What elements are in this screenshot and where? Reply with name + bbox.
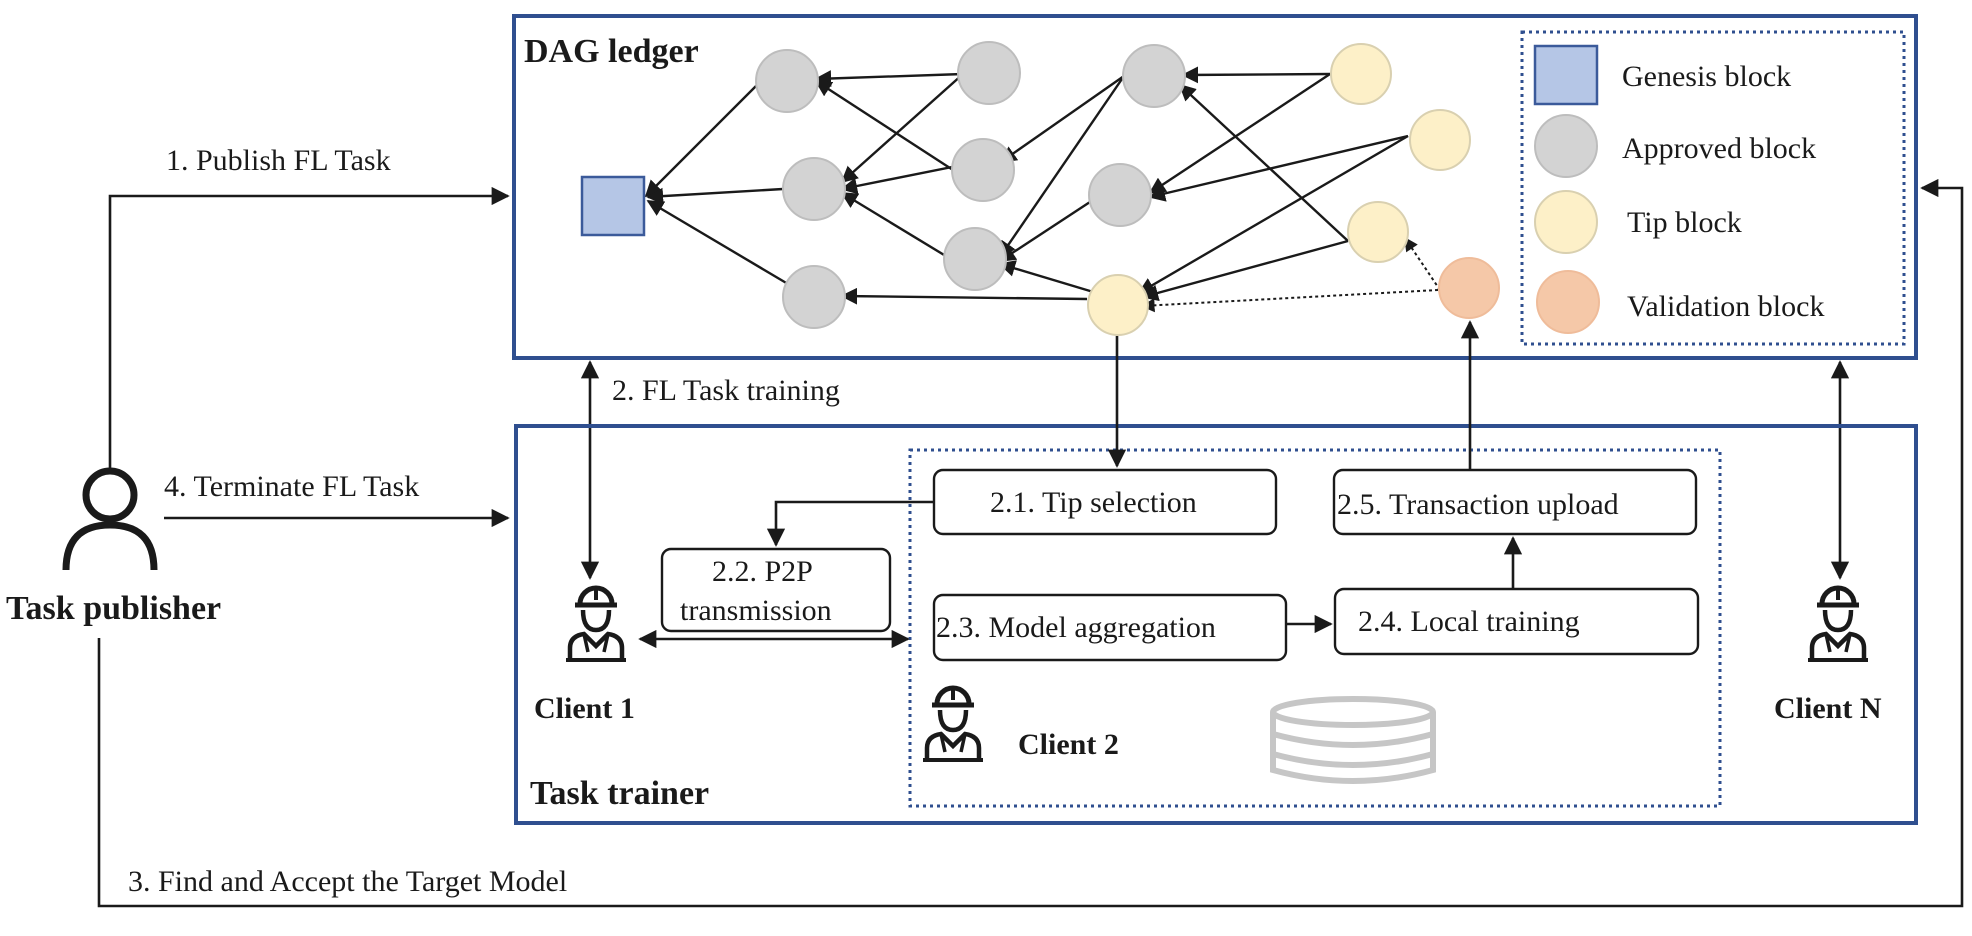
publish-arrow (108, 186, 510, 468)
task-trainer-frame (514, 424, 1918, 825)
approved-block (957, 41, 1021, 105)
step-p2p-transmission: 2.2. P2P transmission (660, 547, 892, 633)
terminate-label: 4. Terminate FL Task (164, 470, 419, 503)
legend-approved-label: Approved block (1622, 132, 1816, 165)
tip-block (1087, 274, 1149, 336)
legend-validation-swatch (1536, 270, 1600, 334)
legend: Genesis block Approved block Tip block V… (1520, 30, 1906, 346)
p2p-label-line1: 2.2. P2P (712, 555, 813, 588)
approved-block (951, 138, 1015, 202)
dag-ledger-title: DAG ledger (524, 33, 699, 70)
client1-icon (566, 588, 626, 660)
local-training-label: 2.4. Local training (1358, 605, 1580, 638)
approved-block (1122, 44, 1186, 108)
legend-genesis-swatch (1533, 44, 1599, 106)
legend-frame (1520, 30, 1906, 346)
task-publisher-label: Task publisher (6, 590, 221, 627)
approved-block (782, 265, 846, 329)
approved-block (755, 49, 819, 113)
step-tip-selection: 2.1. Tip selection (932, 468, 1278, 536)
publisher-icon (62, 467, 158, 571)
legend-validation-label: Validation block (1627, 290, 1824, 323)
step-model-aggregation: 2.3. Model aggregation (932, 593, 1288, 662)
validation-block (1438, 257, 1500, 319)
dag-edges (644, 66, 1441, 313)
approved-block (943, 227, 1007, 291)
legend-tip-swatch (1534, 190, 1598, 254)
find-accept-label: 3. Find and Accept the Target Model (128, 865, 567, 898)
approved-block (782, 157, 846, 221)
tip-selection-label: 2.1. Tip selection (990, 486, 1197, 519)
p2p-label-line2: transmission (680, 594, 832, 627)
dag-ledger-frame (512, 14, 1918, 360)
client2-label: Client 2 (1018, 728, 1119, 761)
legend-tip-label: Tip block (1627, 206, 1742, 239)
tip-block (1347, 201, 1409, 263)
approved-block (1088, 163, 1152, 227)
inner-flow-arrows (638, 320, 1523, 649)
step-transaction-upload: 2.5. Transaction upload (1332, 468, 1698, 536)
dag-blocks (580, 41, 1500, 336)
tip-block (1409, 109, 1471, 171)
training-label: 2. FL Task training (612, 374, 840, 407)
step-local-training: 2.4. Local training (1333, 587, 1700, 656)
client1-label: Client 1 (534, 692, 635, 725)
tip-block (1330, 43, 1392, 105)
legend-approved-swatch (1534, 114, 1598, 178)
client-n-label: Client N (1774, 692, 1882, 725)
client2-icon (923, 688, 983, 760)
client2-area (908, 448, 1722, 808)
database-icon (1270, 696, 1436, 784)
model-aggregation-label: 2.3. Model aggregation (936, 611, 1216, 644)
find-accept-arrow (97, 178, 1964, 908)
task-trainer-title: Task trainer (530, 775, 709, 812)
publish-label: 1. Publish FL Task (166, 144, 391, 177)
transaction-upload-label: 2.5. Transaction upload (1337, 488, 1619, 521)
genesis-block (580, 175, 646, 237)
client-n-icon (1808, 588, 1868, 660)
legend-genesis-label: Genesis block (1622, 60, 1791, 93)
